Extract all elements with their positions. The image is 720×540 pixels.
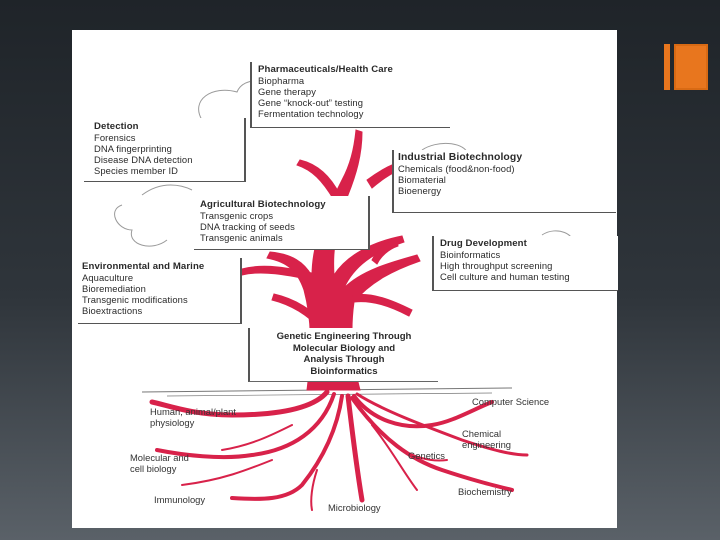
root-label-computer-science: Computer Science [472, 396, 550, 407]
root-label-microbiology: Microbiology [328, 502, 381, 513]
pharma-title: Pharmaceuticals/Health Care [258, 64, 393, 75]
root-label-human-physiology: Human, animal/plant physiology [150, 406, 236, 428]
industrial-title: Industrial Biotechnology [398, 152, 523, 163]
drug-development-box: Drug Development Bioinformatics High thr… [432, 236, 618, 291]
detection-box: Detection Forensics DNA fingerprinting D… [84, 118, 246, 182]
pharma-health-care-box: Pharmaceuticals/Health Care Biopharma Ge… [250, 62, 450, 128]
pharma-item: Gene therapy [258, 86, 317, 97]
agricultural-biotech-box: Agricultural Biotechnology Transgenic cr… [194, 196, 370, 250]
root-label-biochemistry: Biochemistry [458, 486, 512, 497]
drug-item: Bioinformatics [440, 249, 501, 260]
detection-title: Detection [94, 121, 139, 132]
detection-item: Disease DNA detection [94, 154, 193, 165]
drug-item: High throughput screening [440, 260, 553, 271]
industrial-biotech-box: Industrial Biotechnology Chemicals (food… [392, 150, 616, 213]
agricultural-item: DNA tracking of seeds [200, 221, 295, 232]
center-line: Bioinformatics [310, 365, 378, 377]
detection-item: DNA fingerprinting [94, 143, 172, 154]
accent-bar-thin [664, 44, 670, 90]
industrial-item: Bioenergy [398, 185, 442, 196]
environmental-marine-box: Environmental and Marine Aquaculture Bio… [78, 258, 242, 324]
detection-item: Species member ID [94, 165, 179, 176]
root-label-genetics: Genetics [408, 450, 445, 461]
tree-roots [149, 389, 529, 511]
drug-title: Drug Development [440, 238, 527, 249]
agricultural-title: Agricultural Biotechnology [200, 199, 326, 210]
industrial-item: Biomaterial [398, 174, 446, 185]
agricultural-item: Transgenic animals [200, 232, 283, 243]
pharma-item: Fermentation technology [258, 108, 364, 119]
root-label-molecular-cell-biology: Molecular and cell biology [130, 452, 189, 474]
drug-item: Cell culture and human testing [440, 271, 570, 282]
center-line: Molecular Biology and [292, 342, 396, 354]
agricultural-item: Transgenic crops [200, 210, 274, 221]
pharma-item: Gene “knock-out” testing [258, 97, 364, 108]
environmental-item: Aquaculture [82, 272, 134, 283]
environmental-item: Bioextractions [82, 305, 143, 316]
environmental-item: Bioremediation [82, 283, 146, 294]
environmental-title: Environmental and Marine [82, 261, 205, 272]
pharma-item: Biopharma [258, 75, 305, 86]
root-label-chemical-engineering: Chemical engineering [462, 428, 511, 450]
center-line: Analysis Through [303, 354, 385, 365]
slide-canvas: Pharmaceuticals/Health Care Biopharma Ge… [72, 30, 618, 528]
genetic-engineering-center-box: Genetic Engineering Through Molecular Bi… [248, 328, 438, 382]
accent-bar-thick [674, 44, 708, 90]
environmental-item: Transgenic modifications [82, 294, 188, 305]
center-line: Genetic Engineering Through [276, 331, 412, 342]
detection-item: Forensics [94, 132, 136, 143]
root-label-immunology: Immunology [154, 494, 206, 505]
industrial-item: Chemicals (food&non-food) [398, 163, 515, 174]
